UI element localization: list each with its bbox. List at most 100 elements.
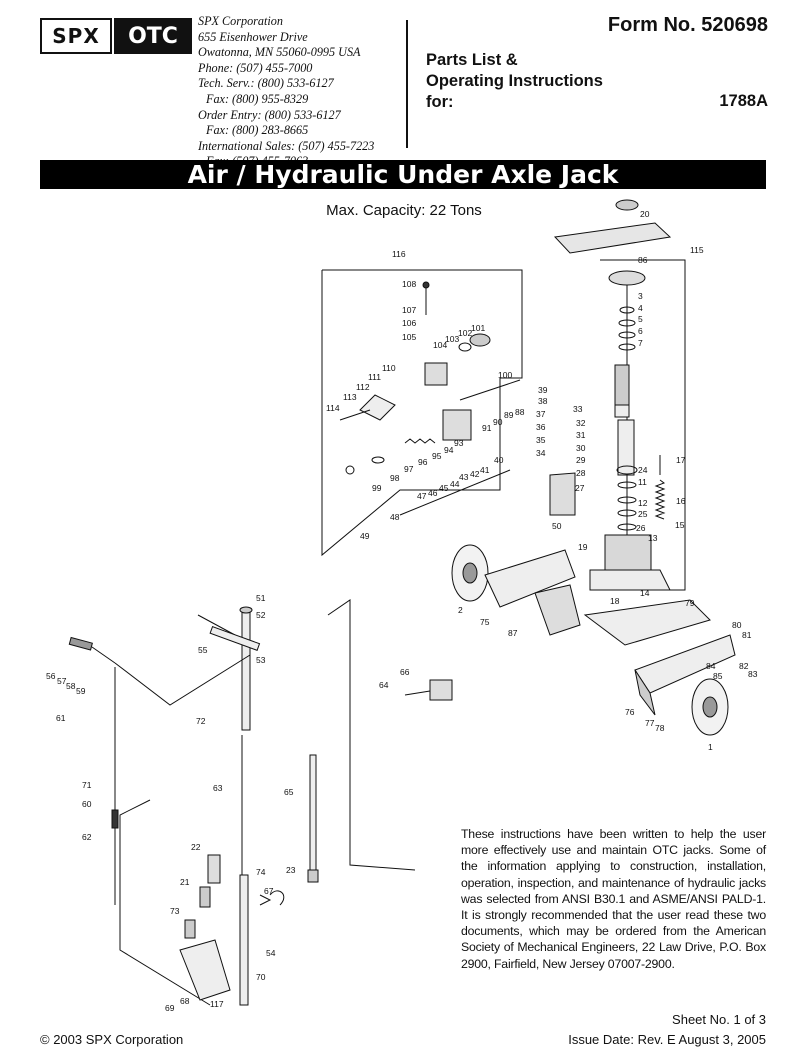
part-label: 83 — [748, 669, 758, 679]
part-label: 25 — [638, 509, 648, 519]
part-label: 86 — [638, 255, 648, 265]
part-label: 41 — [480, 465, 490, 475]
address-line: International Sales: (507) 455-7223 — [198, 138, 375, 153]
part-label: 39 — [538, 385, 548, 395]
part-label: 1 — [708, 742, 713, 752]
handle-bracket — [549, 472, 576, 516]
part-label: 85 — [713, 671, 723, 681]
part-label: 51 — [256, 593, 266, 603]
part-label: 38 — [538, 396, 548, 406]
document-title-line: Parts List & — [426, 51, 518, 69]
otc-logo: OTC — [114, 18, 192, 54]
chassis-plate — [484, 549, 576, 608]
copyright: © 2003 SPX Corporation — [40, 1032, 184, 1047]
model-number: 1788A — [719, 92, 768, 110]
part-label: 101 — [471, 323, 485, 333]
saddle-cap — [615, 199, 639, 211]
part-label: 59 — [76, 686, 86, 696]
part-label: 26 — [636, 523, 646, 533]
part-label: 110 — [382, 363, 396, 373]
part-label: 99 — [372, 483, 382, 493]
part-label: 88 — [515, 407, 525, 417]
part-label: 108 — [402, 279, 416, 289]
part-label: 97 — [404, 464, 414, 474]
part-label: 77 — [645, 718, 655, 728]
part-label: 64 — [379, 680, 389, 690]
part-label: 11 — [638, 477, 647, 487]
address-line: Phone: (507) 455-7000 — [198, 60, 313, 75]
part-label: 7 — [638, 338, 643, 348]
part-label: 80 — [732, 620, 742, 630]
part-label: 74 — [256, 867, 266, 877]
part-label: 14 — [640, 588, 650, 598]
part-label: 31 — [576, 430, 586, 440]
company-address: SPX Corporation 655 Eisenhower Drive Owa… — [198, 14, 374, 170]
part-label: 87 — [508, 628, 518, 638]
issue-date: Issue Date: Rev. E August 3, 2005 — [568, 1032, 766, 1047]
part-label: 75 — [480, 617, 490, 627]
part-label: 44 — [450, 479, 460, 489]
part-label: 43 — [459, 472, 469, 482]
spring — [654, 479, 666, 520]
part-label: 57 — [57, 676, 67, 686]
part-label: 65 — [284, 787, 294, 797]
address-line: 655 Eisenhower Drive — [198, 29, 308, 44]
product-title-banner: Air / Hydraulic Under Axle Jack — [40, 160, 766, 189]
part-label: 35 — [536, 435, 546, 445]
motor-housing — [442, 409, 472, 441]
part-label: 72 — [196, 716, 206, 726]
address-line: Order Entry: (800) 533-6127 — [198, 107, 341, 122]
part-label: 54 — [266, 948, 276, 958]
address-line: Tech. Serv.: (800) 533-6127 — [198, 76, 334, 91]
handle-lower — [239, 874, 249, 1006]
part-label: 42 — [470, 469, 480, 479]
part-label: 71 — [82, 780, 92, 790]
part-label: 60 — [82, 799, 92, 809]
part-label: 117 — [210, 999, 224, 1009]
part-label: 15 — [675, 520, 685, 530]
part-label: 21 — [180, 877, 190, 887]
part-label: 45 — [439, 483, 449, 493]
part-label: 22 — [191, 842, 201, 852]
part-label: 76 — [625, 707, 635, 717]
part-label: 116 — [392, 249, 406, 259]
part-label: 107 — [402, 305, 416, 315]
address-line: Fax: (800) 955-8329 — [206, 91, 309, 106]
part-label: 32 — [576, 418, 586, 428]
document-title: Parts List & Operating Instructions for: — [426, 50, 603, 113]
part-label: 13 — [648, 533, 658, 543]
part-label: 2 — [458, 605, 463, 615]
sheet-number: Sheet No. 1 of 3 — [672, 1012, 766, 1027]
part-label: 96 — [418, 457, 428, 467]
part-label: 33 — [573, 404, 583, 414]
part-label: 47 — [417, 491, 427, 501]
document-title-line: Operating Instructions — [426, 72, 603, 90]
part-label: 56 — [46, 671, 56, 681]
part-label: 63 — [213, 783, 223, 793]
part-label: 62 — [82, 832, 92, 842]
instructions-note: These instructions have been written to … — [461, 827, 766, 971]
part-label: 84 — [706, 661, 716, 671]
part-label: 79 — [685, 598, 695, 608]
part-label: 17 — [676, 455, 686, 465]
part-label: 29 — [576, 455, 586, 465]
part-label: 61 — [56, 713, 66, 723]
part-label: 16 — [676, 496, 686, 506]
address-line: Owatonna, MN 55060-0995 USA — [198, 45, 361, 60]
hose-outline — [119, 799, 211, 1006]
part-label: 55 — [198, 645, 208, 655]
part-label: 30 — [576, 443, 586, 453]
part-label: 113 — [343, 392, 357, 402]
part-label: 50 — [552, 521, 562, 531]
part-label: 111 — [368, 372, 381, 382]
part-label: 98 — [390, 473, 400, 483]
valve-assembly-outline — [321, 269, 523, 557]
part-label: 81 — [742, 630, 752, 640]
mount-bracket — [179, 939, 231, 1001]
form-number: Form No. 520698 — [607, 14, 768, 36]
part-label: 12 — [638, 498, 648, 508]
part-label: 49 — [360, 531, 370, 541]
document-title-line: for: — [426, 93, 454, 111]
part-label: 28 — [576, 468, 586, 478]
part-label: 66 — [400, 667, 410, 677]
